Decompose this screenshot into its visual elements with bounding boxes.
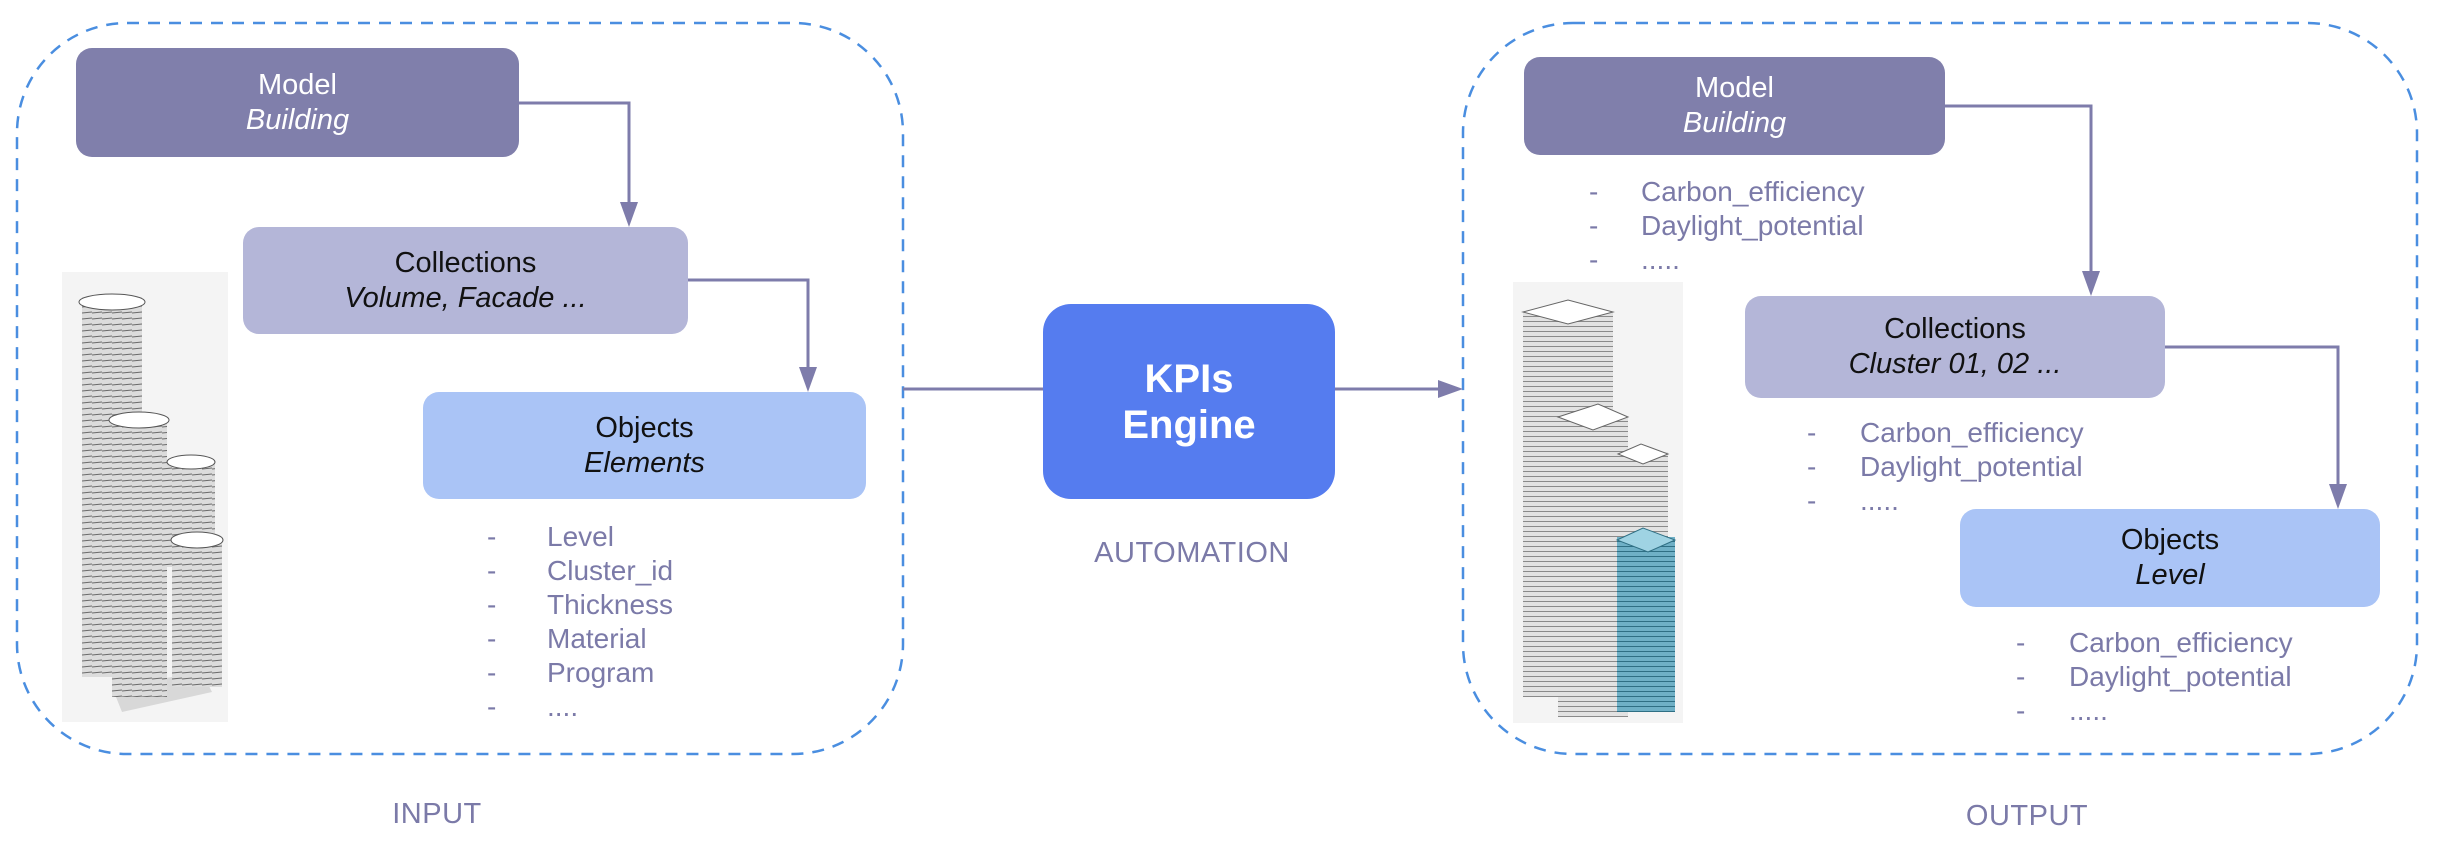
input-section-label: INPUT bbox=[392, 798, 482, 830]
connector-output-model-to-collections bbox=[1945, 104, 2093, 273]
output-section-label: OUTPUT bbox=[1965, 800, 2089, 832]
input-building-image bbox=[62, 272, 228, 722]
bullet: - bbox=[487, 691, 497, 722]
connector-model-to-collections bbox=[519, 101, 631, 204]
output-objects-subtitle: Level bbox=[2135, 559, 2205, 591]
kpi-label: Daylight_potential bbox=[1641, 210, 1864, 241]
towers-highlighted-illustration-icon bbox=[1521, 299, 1677, 717]
arrowhead-icon bbox=[799, 367, 817, 392]
attribute-label: Cluster_id bbox=[547, 555, 674, 586]
output-model-title: Model bbox=[1695, 72, 1774, 104]
kpi-label: Carbon_efficiency bbox=[1860, 417, 2084, 448]
attribute-label: .... bbox=[547, 691, 579, 722]
output-building-image bbox=[1513, 282, 1683, 723]
engine-title-line1: KPIs bbox=[1144, 356, 1234, 401]
bullet: - bbox=[1807, 451, 1817, 482]
input-collections-subtitle: Volume, Facade ... bbox=[344, 281, 587, 314]
kpi-label: Carbon_efficiency bbox=[2069, 627, 2293, 658]
input-model-subtitle: Building bbox=[245, 103, 350, 136]
bullet: - bbox=[1807, 417, 1817, 448]
arrowhead-icon bbox=[2082, 271, 2100, 296]
arrowhead-icon bbox=[2329, 484, 2347, 509]
input-objects-subtitle: Elements bbox=[584, 446, 705, 479]
connector-output-collections-to-objects bbox=[2165, 345, 2340, 486]
input-collections-title: Collections bbox=[394, 246, 537, 279]
output-collections-box[interactable]: Collections Cluster 01, 02 ... bbox=[1745, 296, 2165, 398]
arrowhead-icon bbox=[1438, 380, 1463, 398]
bullet: - bbox=[2016, 661, 2026, 692]
output-model-box[interactable]: Model Building bbox=[1524, 57, 1945, 155]
kpi-label: Daylight_potential bbox=[2069, 661, 2292, 692]
bullet: - bbox=[2016, 627, 2026, 658]
arrowhead-icon bbox=[620, 202, 638, 227]
bullet: - bbox=[1589, 176, 1599, 207]
output-group-border bbox=[1461, 21, 2419, 756]
towers-illustration-icon bbox=[78, 293, 224, 712]
attribute-label: Material bbox=[547, 623, 647, 654]
output-objects-title: Objects bbox=[2120, 524, 2220, 556]
output-objects-box[interactable]: Objects Level bbox=[1960, 509, 2380, 607]
attribute-label: Level bbox=[547, 521, 614, 552]
bullet: - bbox=[487, 623, 497, 654]
kpis-engine-box[interactable]: KPIs Engine bbox=[1043, 304, 1335, 499]
bullet: - bbox=[1589, 244, 1599, 275]
kpi-label: Carbon_efficiency bbox=[1641, 176, 1865, 207]
output-collections-title: Collections bbox=[1884, 313, 2026, 345]
bullet: - bbox=[487, 555, 497, 586]
engine-title-line2: Engine bbox=[1122, 402, 1256, 447]
kpi-label: ..... bbox=[1860, 485, 1899, 516]
bullet: - bbox=[487, 589, 497, 620]
attribute-label: Program bbox=[547, 657, 655, 688]
connector-collections-to-objects bbox=[688, 278, 810, 369]
automation-label: AUTOMATION bbox=[1094, 537, 1290, 569]
bullet: - bbox=[1807, 485, 1817, 516]
bullet: - bbox=[1589, 210, 1599, 241]
attribute-label: Thickness bbox=[547, 589, 674, 620]
bullet: - bbox=[487, 521, 497, 552]
kpi-label: ..... bbox=[2069, 695, 2108, 726]
kpi-label: Daylight_potential bbox=[1860, 451, 2083, 482]
bullet: - bbox=[487, 657, 497, 688]
bullet: - bbox=[2016, 695, 2026, 726]
kpi-label: ..... bbox=[1641, 244, 1680, 275]
input-objects-title: Objects bbox=[595, 411, 694, 444]
input-objects-box[interactable]: Objects Elements bbox=[423, 392, 866, 499]
input-collections-box[interactable]: Collections Volume, Facade ... bbox=[243, 227, 688, 334]
input-model-box[interactable]: Model Building bbox=[76, 48, 519, 157]
output-model-subtitle: Building bbox=[1682, 107, 1787, 139]
input-model-title: Model bbox=[258, 68, 337, 101]
output-collections-subtitle: Cluster 01, 02 ... bbox=[1848, 348, 2062, 380]
